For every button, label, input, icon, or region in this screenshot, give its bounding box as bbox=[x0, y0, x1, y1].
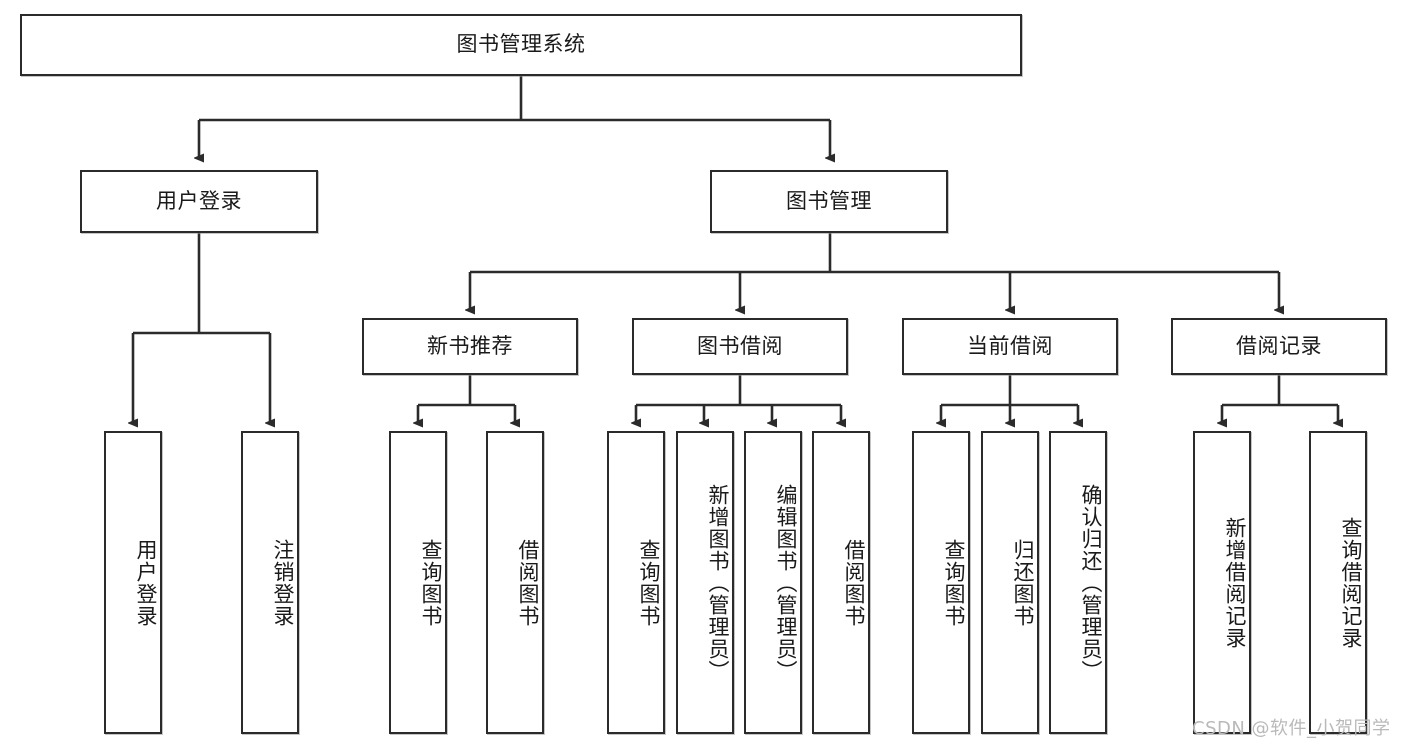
node-leaf-current-return-book[interactable]: 归还图书 bbox=[981, 431, 1039, 734]
node-leaf-records-add-record[interactable]: 新增借阅记录 bbox=[1193, 431, 1251, 734]
node-leaf-current-return-book-label: 归还图书 bbox=[1011, 538, 1035, 627]
node-leaf-borrow-borrow-book-label: 借阅图书 bbox=[842, 538, 866, 627]
node-leaf-records-query-record-label: 查询借阅记录 bbox=[1339, 516, 1363, 649]
node-leaf-borrow-add-book[interactable]: 新增图书（管理员） bbox=[676, 431, 734, 734]
node-current-borrow[interactable]: 当前借阅 bbox=[902, 318, 1118, 375]
node-current-borrow-label: 当前借阅 bbox=[967, 333, 1053, 358]
node-leaf-borrow-borrow-book[interactable]: 借阅图书 bbox=[812, 431, 870, 734]
node-book-borrow-label: 图书借阅 bbox=[697, 333, 783, 358]
node-root-label: 图书管理系统 bbox=[456, 32, 586, 57]
node-new-book-recommend-label: 新书推荐 bbox=[427, 333, 513, 358]
node-book-management-label: 图书管理 bbox=[786, 188, 872, 213]
node-leaf-borrow-edit-book[interactable]: 编辑图书（管理员） bbox=[744, 431, 802, 734]
node-leaf-records-add-record-label: 新增借阅记录 bbox=[1223, 516, 1247, 649]
node-leaf-borrow-add-book-label: 新增图书（管理员） bbox=[706, 483, 730, 682]
node-leaf-borrow-query-book-label: 查询图书 bbox=[637, 538, 661, 627]
node-root-library-system[interactable]: 图书管理系统 bbox=[20, 14, 1022, 76]
node-borrow-records-label: 借阅记录 bbox=[1236, 333, 1322, 358]
node-leaf-newbook-borrow-book[interactable]: 借阅图书 bbox=[486, 431, 544, 734]
node-leaf-borrow-edit-book-label: 编辑图书（管理员） bbox=[774, 483, 798, 682]
csdn-watermark: CSDN @软件_小贺同学 bbox=[1192, 718, 1391, 739]
node-leaf-current-query-book-label: 查询图书 bbox=[942, 538, 966, 627]
node-leaf-current-query-book[interactable]: 查询图书 bbox=[912, 431, 970, 734]
node-leaf-borrow-query-book[interactable]: 查询图书 bbox=[607, 431, 665, 734]
node-leaf-current-confirm-return[interactable]: 确认归还（管理员） bbox=[1049, 431, 1107, 734]
node-borrow-records[interactable]: 借阅记录 bbox=[1171, 318, 1387, 375]
node-leaf-logout[interactable]: 注销登录 bbox=[241, 431, 299, 734]
node-user-login[interactable]: 用户登录 bbox=[80, 170, 318, 233]
node-leaf-newbook-borrow-book-label: 借阅图书 bbox=[516, 538, 540, 627]
node-leaf-newbook-query-book[interactable]: 查询图书 bbox=[389, 431, 447, 734]
node-book-borrow[interactable]: 图书借阅 bbox=[632, 318, 848, 375]
node-leaf-records-query-record[interactable]: 查询借阅记录 bbox=[1309, 431, 1367, 734]
node-leaf-current-confirm-return-label: 确认归还（管理员） bbox=[1079, 483, 1103, 682]
node-book-management[interactable]: 图书管理 bbox=[710, 170, 948, 233]
node-user-login-label: 用户登录 bbox=[156, 188, 242, 213]
node-leaf-user-login-label: 用户登录 bbox=[134, 538, 158, 627]
node-leaf-user-login[interactable]: 用户登录 bbox=[104, 431, 162, 734]
node-leaf-logout-label: 注销登录 bbox=[271, 538, 295, 627]
node-leaf-newbook-query-book-label: 查询图书 bbox=[419, 538, 443, 627]
node-new-book-recommend[interactable]: 新书推荐 bbox=[362, 318, 578, 375]
